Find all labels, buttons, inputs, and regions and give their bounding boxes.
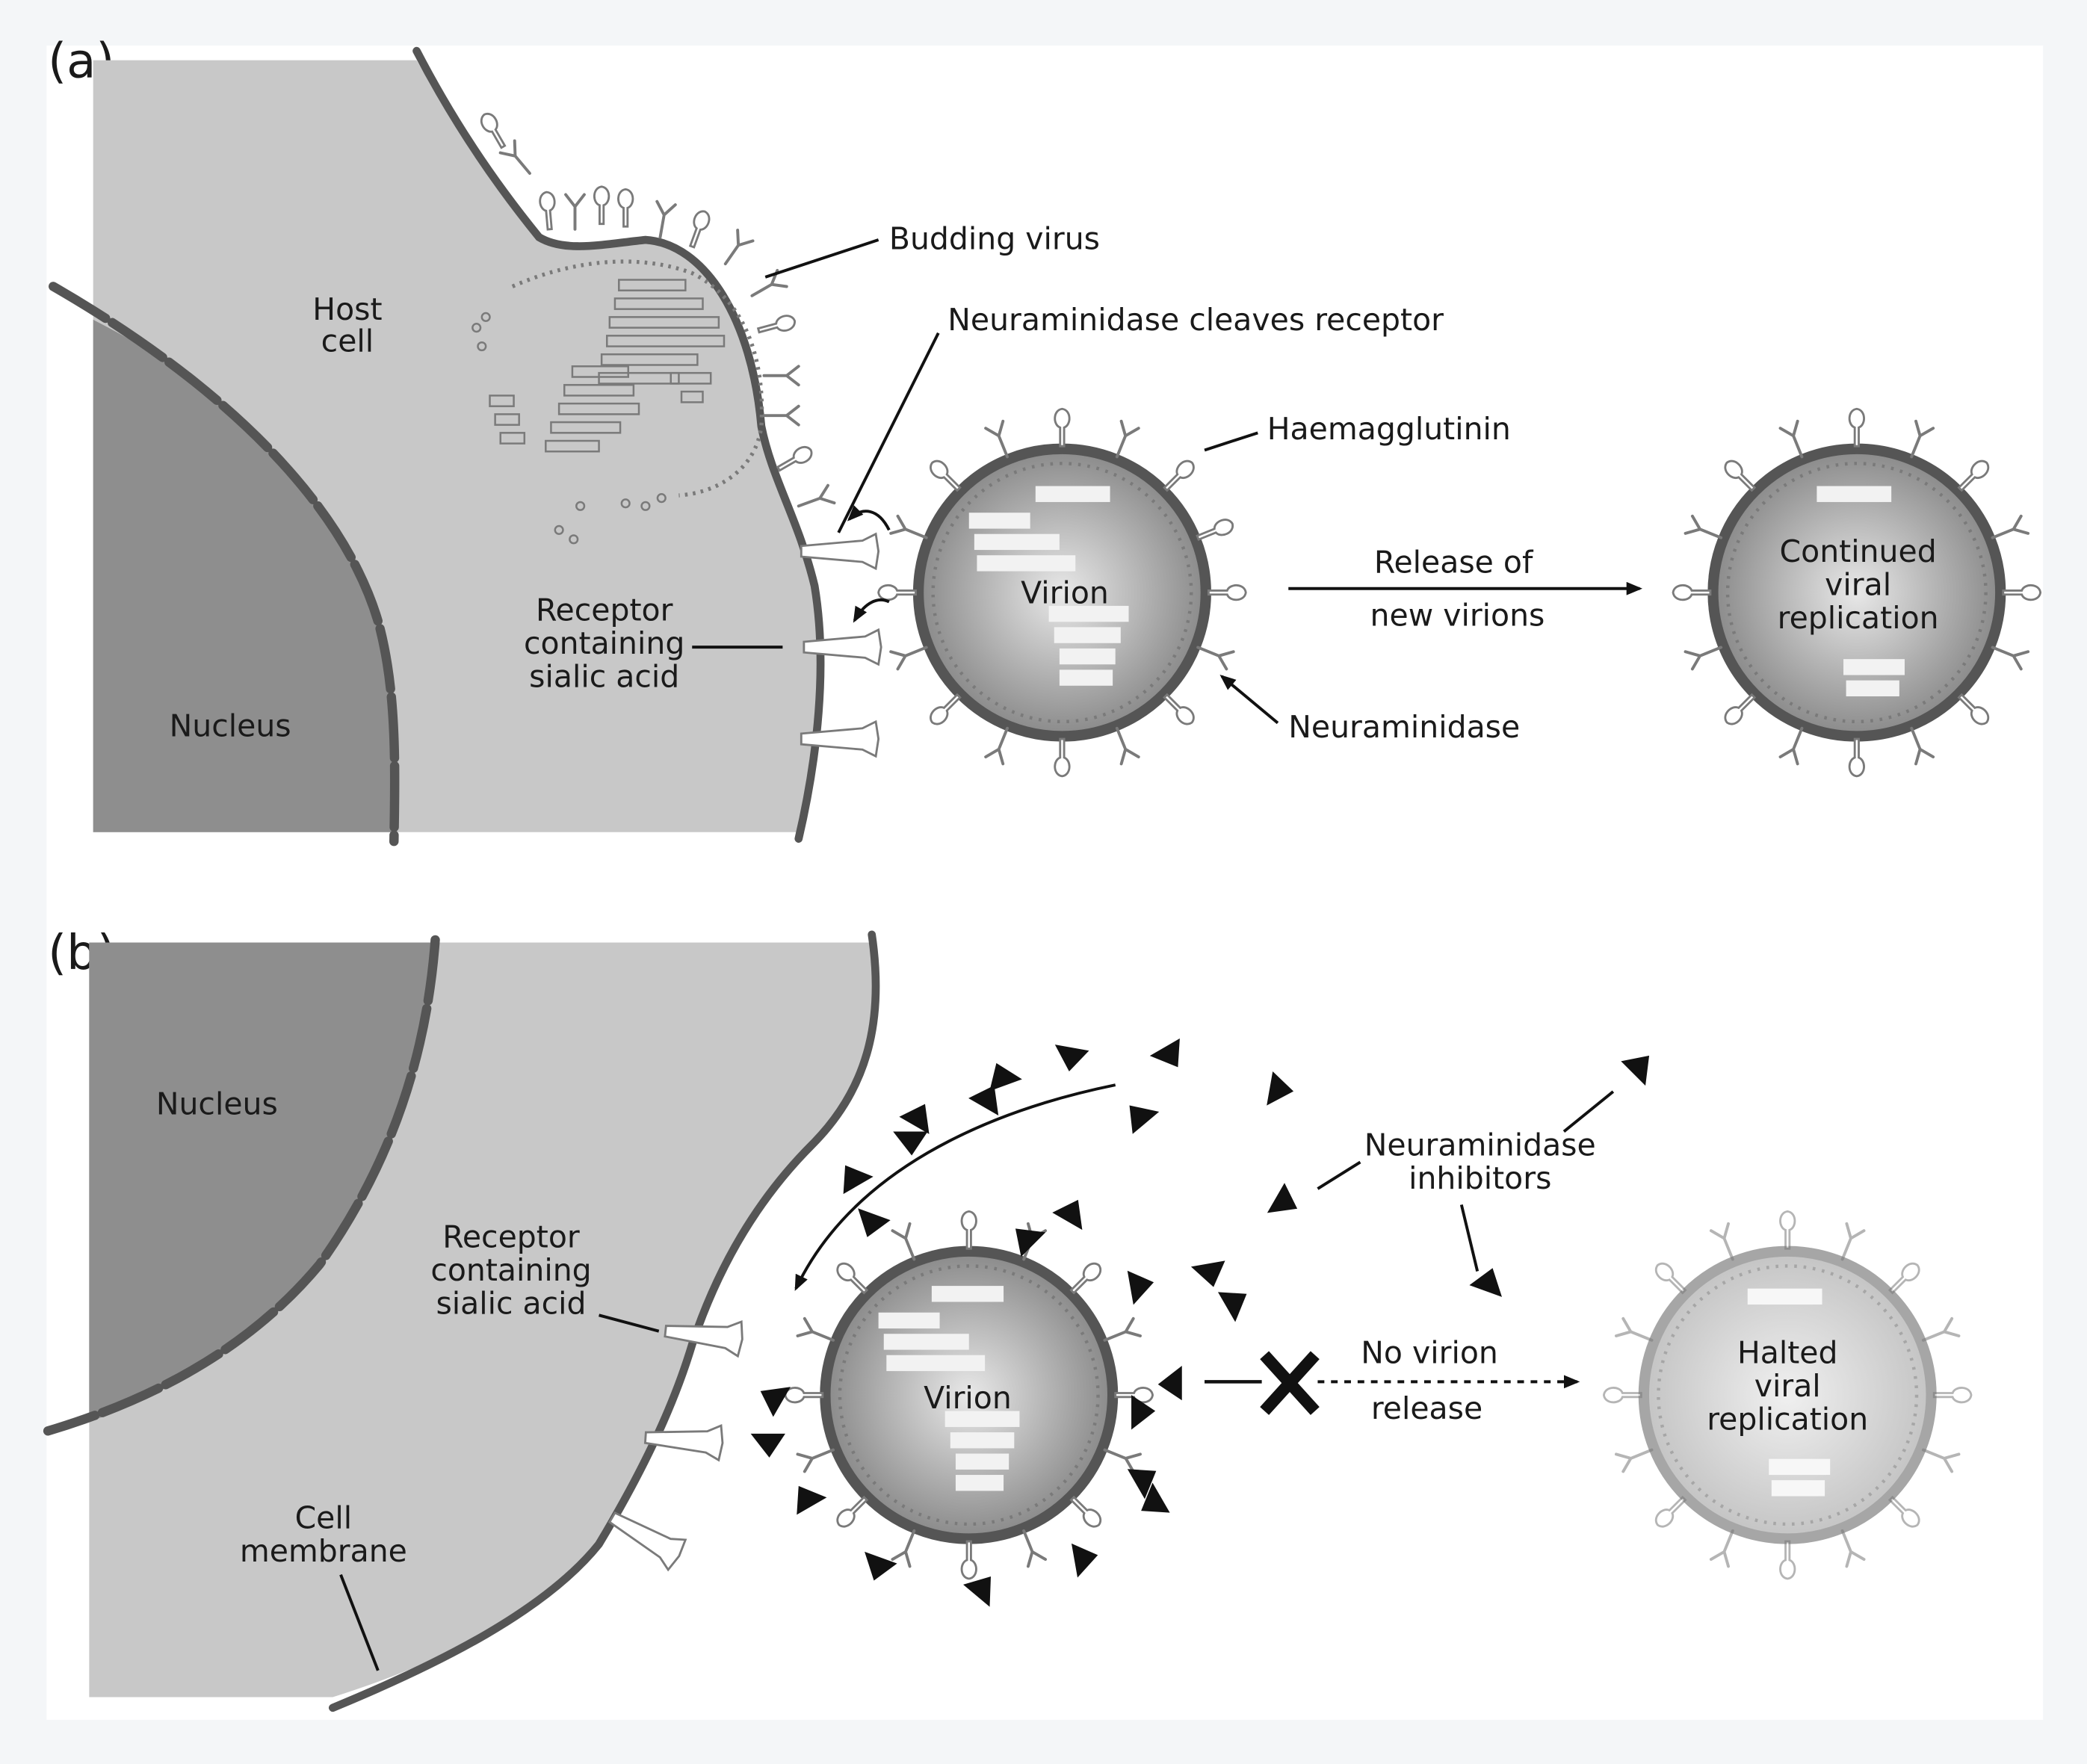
- release-label-line2: new virions: [1370, 598, 1545, 634]
- budding-virus-contents: [471, 259, 764, 545]
- virion-halted: [1602, 1210, 1973, 1580]
- blocked-release-x-icon: [1260, 1351, 1320, 1415]
- cell-membrane-label: Cell membrane: [240, 1500, 407, 1569]
- leader-lines-b: [339, 1083, 1615, 1671]
- neuraminidase-cleaves-label: Neuraminidase cleaves receptor: [947, 302, 1444, 338]
- nucleus-b: [89, 942, 433, 1422]
- svg-text:Receptor: Receptor: [442, 1219, 580, 1254]
- nuclear-envelope-a: [49, 282, 400, 847]
- svg-text:sialic acid: sialic acid: [529, 659, 679, 695]
- neuraminidase-inhibitors-label: Neuraminidase inhibitors: [1364, 1127, 1596, 1197]
- nucleus-a: [93, 319, 395, 832]
- virion-b-label: Virion: [924, 1380, 1012, 1416]
- svg-text:replication: replication: [1778, 600, 1939, 636]
- svg-text:membrane: membrane: [240, 1533, 407, 1569]
- leader-lines-a: [692, 238, 1643, 725]
- budding-virus-label: Budding virus: [889, 221, 1100, 257]
- svg-text:Continued: Continued: [1780, 533, 1937, 569]
- svg-text:Neuraminidase: Neuraminidase: [1364, 1127, 1596, 1163]
- virion-a-label: Virion: [1021, 575, 1109, 610]
- virion-a: [912, 443, 1211, 742]
- neuraminidase-label: Neuraminidase: [1288, 709, 1520, 745]
- release-label-line1: Release of: [1374, 544, 1534, 580]
- host-cell-label: Host cell: [312, 291, 382, 359]
- nucleus-b-label: Nucleus: [156, 1086, 278, 1121]
- svg-text:containing: containing: [430, 1252, 591, 1288]
- halted-replication-label: Halted viral replication: [1707, 1334, 1868, 1437]
- svg-text:Halted: Halted: [1737, 1334, 1838, 1370]
- nucleus-a-label: Nucleus: [170, 708, 291, 743]
- svg-text:Host: Host: [312, 291, 382, 327]
- panel-b: (b): [43, 925, 1973, 1712]
- nuclear-envelope-b: [43, 935, 440, 1436]
- virion-b: [784, 1210, 1154, 1580]
- haemagglutinin-label: Haemagglutinin: [1267, 411, 1511, 447]
- svg-text:viral: viral: [1825, 567, 1891, 603]
- svg-text:Cell: Cell: [295, 1500, 353, 1535]
- panel-a: (a): [48, 34, 2042, 847]
- continued-replication-label: Continued viral replication: [1778, 533, 1939, 636]
- svg-text:cell: cell: [321, 324, 374, 359]
- no-release-label-line2: release: [1371, 1390, 1482, 1426]
- svg-text:Receptor: Receptor: [536, 592, 673, 628]
- svg-text:viral: viral: [1754, 1368, 1821, 1404]
- virion-continued: [1672, 407, 2042, 778]
- receptor-b-label: Receptor containing sialic acid: [430, 1219, 591, 1321]
- svg-text:sialic acid: sialic acid: [436, 1286, 586, 1322]
- svg-text:replication: replication: [1707, 1401, 1868, 1437]
- svg-text:inhibitors: inhibitors: [1409, 1160, 1551, 1196]
- no-release-label-line1: No virion: [1361, 1334, 1498, 1370]
- host-cell-membrane-b: [328, 930, 880, 1712]
- receptor-a-label: Receptor containing sialic acid: [524, 592, 684, 694]
- svg-text:containing: containing: [524, 625, 684, 661]
